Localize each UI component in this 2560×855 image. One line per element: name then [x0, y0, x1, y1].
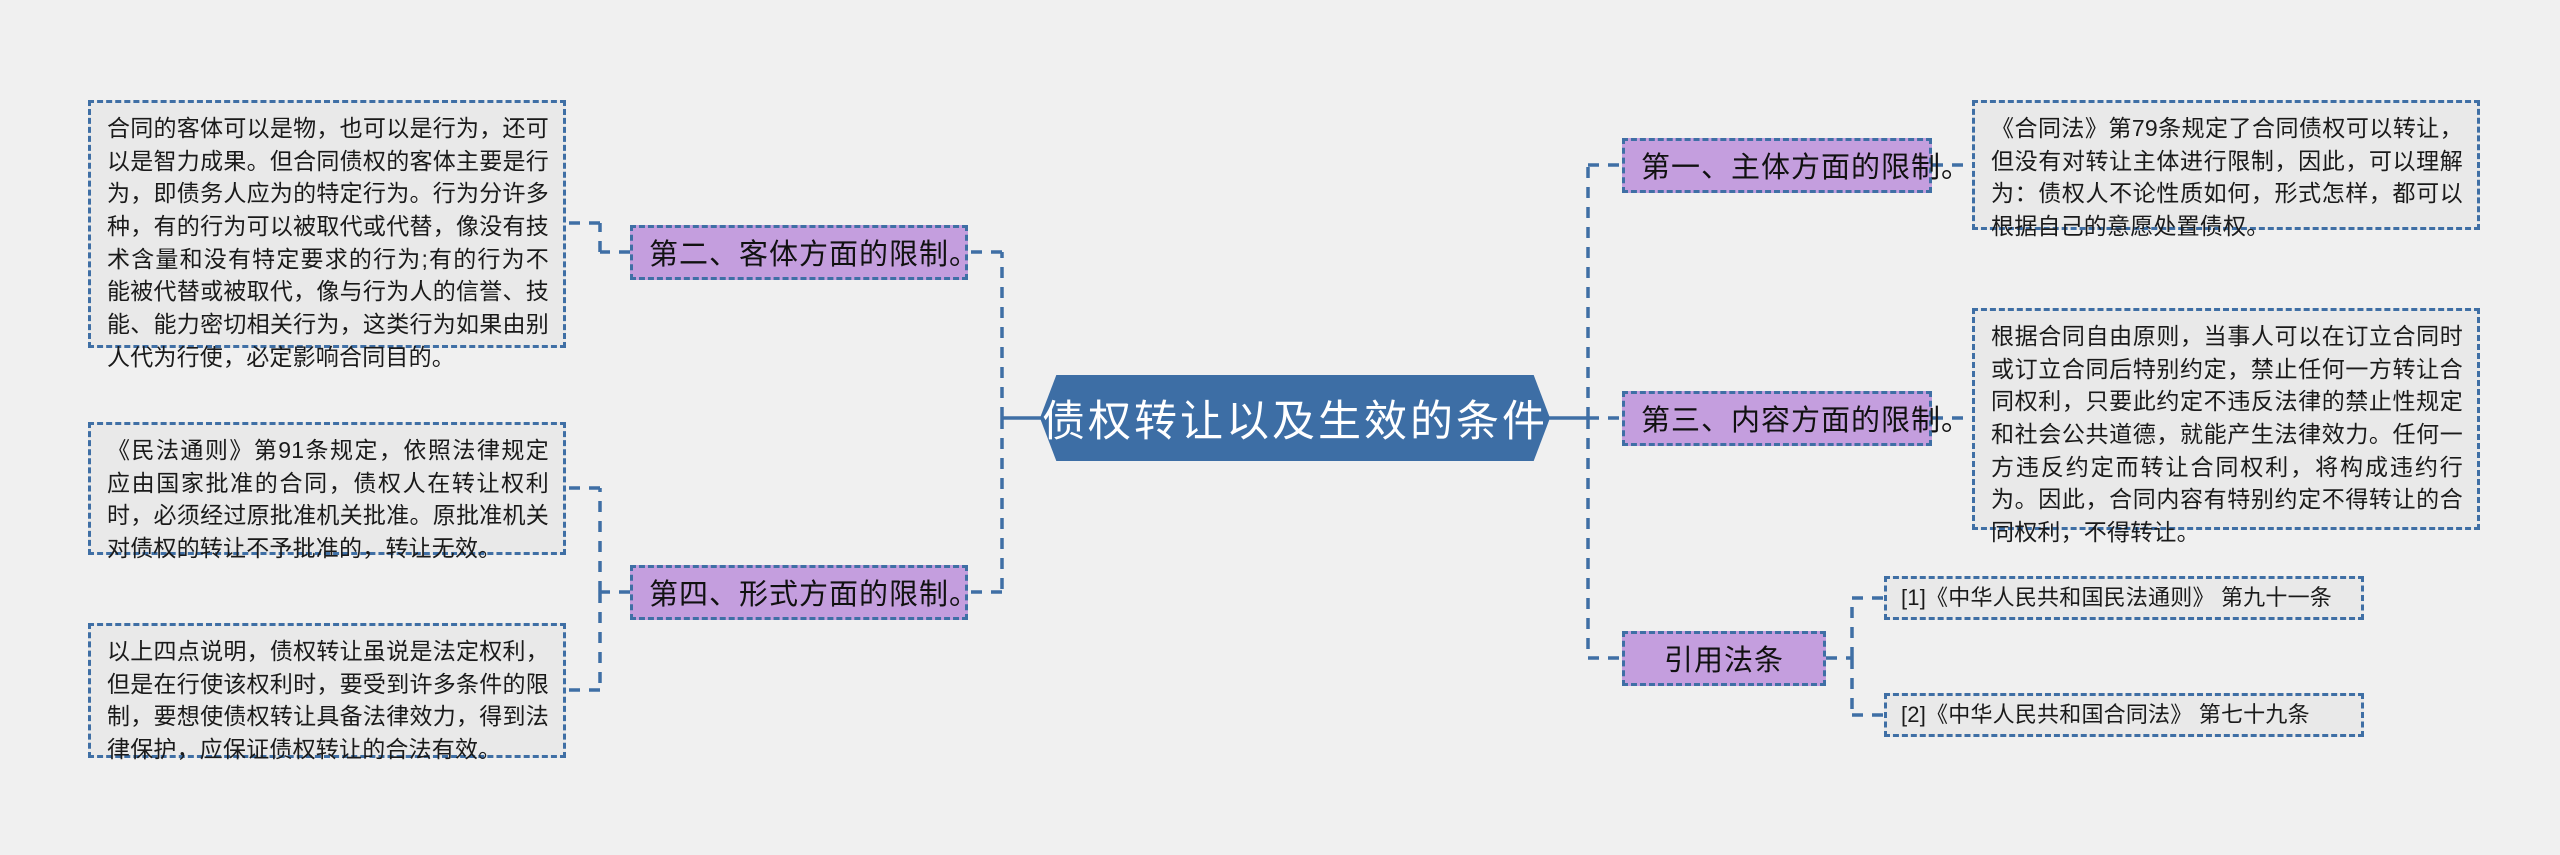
- branch-node-form-limits[interactable]: 第四、形式方面的限制。: [630, 565, 978, 620]
- leaf-note-freedom-of-contract[interactable]: 根据合同自由原则，当事人可以在订立合同时或订立合同后特别约定，禁止任何一方转让合…: [1972, 308, 2480, 545]
- central-topic-label: 债权转让以及生效的条件: [1042, 398, 1548, 446]
- leaf-note-text: 《合同法》第79条规定了合同债权可以转让，但没有对转让主体进行限制，因此，可以理…: [1991, 115, 2463, 239]
- branch-node-label: 第四、形式方面的限制。: [649, 578, 980, 611]
- branch-node-label: 第一、主体方面的限制。: [1641, 151, 1972, 184]
- leaf-note-civil-law-article-91[interactable]: 《民法通则》第91条规定，依照法律规定应由国家批准的合同，债权人在转让权利时，必…: [88, 422, 566, 561]
- leaf-note-contract-object[interactable]: 合同的客体可以是物，也可以是行为，还可以是智力成果。但合同债权的客体主要是行为，…: [88, 100, 566, 370]
- leaf-reference-text: [1]《中华人民共和国民法通则》 第九十一条: [1901, 584, 2332, 610]
- branch-node-cited-statutes[interactable]: 引用法条: [1622, 631, 1826, 686]
- branch-node-label: 第二、客体方面的限制。: [649, 238, 980, 271]
- leaf-note-summary[interactable]: 以上四点说明，债权转让虽说是法定权利，但是在行使该权利时，要受到许多条件的限制，…: [88, 623, 566, 762]
- branch-node-content-limits[interactable]: 第三、内容方面的限制。: [1622, 391, 1970, 446]
- leaf-note-text: 《民法通则》第91条规定，依照法律规定应由国家批准的合同，债权人在转让权利时，必…: [107, 437, 549, 561]
- leaf-note-text: 合同的客体可以是物，也可以是行为，还可以是智力成果。但合同债权的客体主要是行为，…: [107, 115, 549, 370]
- central-topic[interactable]: 债权转让以及生效的条件: [1040, 375, 1550, 461]
- leaf-reference-1[interactable]: [1]《中华人民共和国民法通则》 第九十一条: [1884, 576, 2364, 620]
- leaf-reference-text: [2]《中华人民共和国合同法》 第七十九条: [1901, 701, 2310, 727]
- leaf-reference-2[interactable]: [2]《中华人民共和国合同法》 第七十九条: [1884, 693, 2364, 737]
- leaf-note-contract-law-article-79[interactable]: 《合同法》第79条规定了合同债权可以转让，但没有对转让主体进行限制，因此，可以理…: [1972, 100, 2480, 239]
- branch-node-subject-limits[interactable]: 第一、主体方面的限制。: [1622, 138, 1970, 193]
- leaf-note-text: 根据合同自由原则，当事人可以在订立合同时或订立合同后特别约定，禁止任何一方转让合…: [1991, 323, 2463, 545]
- branch-node-objective-limits[interactable]: 第二、客体方面的限制。: [630, 225, 978, 280]
- branch-node-label: 引用法条: [1663, 644, 1784, 677]
- leaf-note-text: 以上四点说明，债权转让虽说是法定权利，但是在行使该权利时，要受到许多条件的限制，…: [107, 638, 549, 762]
- branch-node-label: 第三、内容方面的限制。: [1641, 404, 1972, 437]
